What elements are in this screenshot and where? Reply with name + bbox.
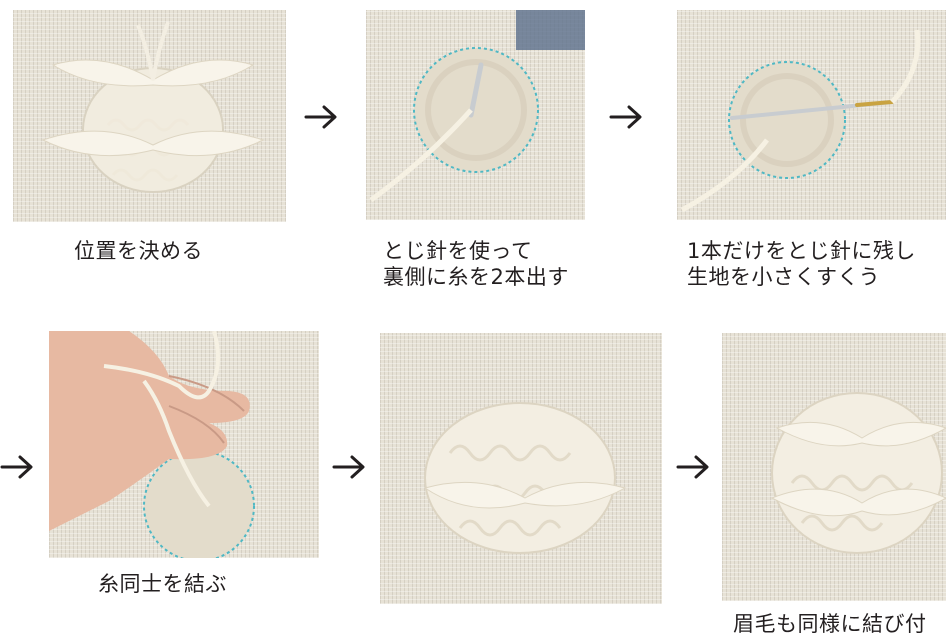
caption-line: とじ針を使って: [383, 239, 533, 263]
arrow-right-icon: [676, 455, 709, 479]
step-4-caption: 糸同士を結ぶ: [98, 571, 227, 597]
yarn-bundles-image: [41, 21, 265, 193]
needle-through-fabric-image: [369, 10, 585, 203]
step-4-photo: [49, 331, 319, 558]
finished-knot-tufts-image: [423, 402, 627, 554]
step-3-photo: [677, 10, 946, 220]
caption-line: 眉毛も同様に結び付: [733, 612, 927, 636]
step-1-photo: [13, 10, 286, 222]
step-1-caption: 位置を決める: [74, 238, 203, 264]
needle-scooping-fabric-image: [680, 29, 921, 213]
step-6-photo: [722, 333, 946, 601]
caption-line: 糸同士を結ぶ: [98, 572, 227, 596]
caption-line: 生地を小さくすくう: [687, 265, 881, 289]
eyebrow-tufts-image: [770, 392, 946, 554]
step-2-caption: とじ針を使って 裏側に糸を2本出す: [383, 238, 569, 290]
arrow-right-icon: [332, 455, 365, 479]
step-5-photo: [380, 333, 662, 604]
step-3-caption: 1本だけをとじ針に残し 生地を小さくすくう: [687, 238, 916, 290]
step-6-caption: 眉毛も同様に結び付: [733, 611, 927, 637]
step-2-photo: [366, 10, 585, 220]
arrow-right-icon: [304, 105, 337, 129]
tying-yarn-by-hand-image: [49, 331, 255, 558]
caption-line: 裏側に糸を2本出す: [383, 265, 569, 289]
arrow-right-icon: [0, 455, 33, 479]
caption-line: 1本だけをとじ針に残し: [687, 239, 916, 263]
caption-line: 位置を決める: [74, 239, 203, 263]
arrow-right-icon: [609, 105, 642, 129]
